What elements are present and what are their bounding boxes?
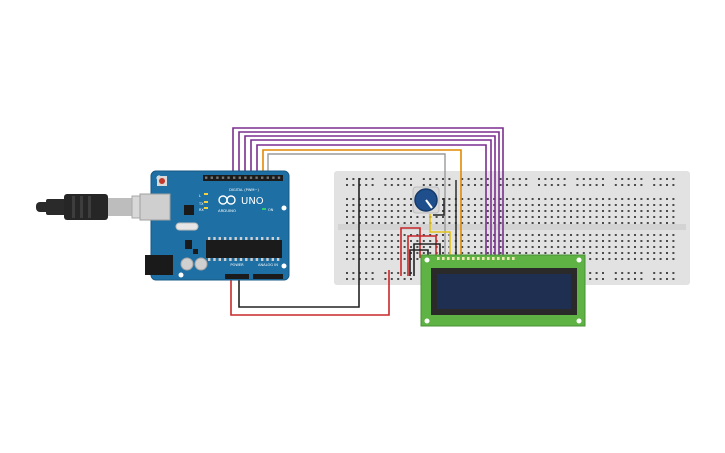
wire-red-lcd: [407, 235, 437, 276]
brand-label: ARDUINO: [218, 208, 236, 213]
power-label: POWER: [230, 263, 244, 267]
usb-controller-chip: [184, 205, 194, 215]
wire-black-lcd-2: [409, 249, 429, 276]
digital-label: DIGITAL (PWM~): [229, 188, 259, 192]
led-l-label: L: [199, 194, 201, 198]
wire-purple-4: [250, 139, 492, 258]
led-on-label: ON: [268, 208, 274, 212]
lcd-pins: [437, 257, 515, 260]
lcd-screen: [437, 274, 571, 309]
analog-header: [253, 274, 283, 279]
wire-purple-2: [238, 131, 500, 258]
crystal: [175, 222, 199, 231]
wire-yellow-vo: [429, 214, 451, 258]
breadboard-center-channel: [338, 224, 686, 230]
led-tx-label: TX: [198, 202, 204, 206]
power-jack: [145, 255, 173, 275]
wires: [230, 127, 504, 316]
wire-black-lcd-1: [413, 243, 441, 276]
usb-jack: [139, 193, 171, 221]
wire-orange: [262, 149, 462, 258]
power-header: [225, 274, 249, 279]
arduino-logo: [218, 195, 236, 205]
wire-red-5v: [230, 270, 390, 316]
capacitor-1: [180, 257, 194, 271]
digital-header: [203, 175, 283, 181]
arduino-uno-board[interactable]: DIGITAL (PWM~) UNO ARDUINO L TX RX ON: [139, 170, 290, 281]
digital-pins: [205, 176, 281, 179]
wire-purple-1: [232, 127, 504, 258]
capacitor-2: [194, 257, 208, 271]
usb-cable: [36, 194, 155, 220]
wire-gray: [267, 153, 446, 258]
atmega-chip: [206, 240, 282, 258]
analog-label: ANALOG IN: [258, 263, 278, 267]
wire-purple-3: [244, 135, 496, 258]
potentiometer[interactable]: [412, 186, 440, 214]
wire-black-gnd: [238, 178, 360, 308]
wire-red-pot: [400, 227, 421, 276]
model-label: UNO: [241, 196, 264, 207]
led-rx-label: RX: [199, 208, 204, 212]
chip-pins: [208, 237, 280, 261]
lcd-16x2[interactable]: [420, 254, 586, 327]
wire-purple-5: [256, 144, 487, 258]
wire-black-pot: [433, 198, 445, 216]
